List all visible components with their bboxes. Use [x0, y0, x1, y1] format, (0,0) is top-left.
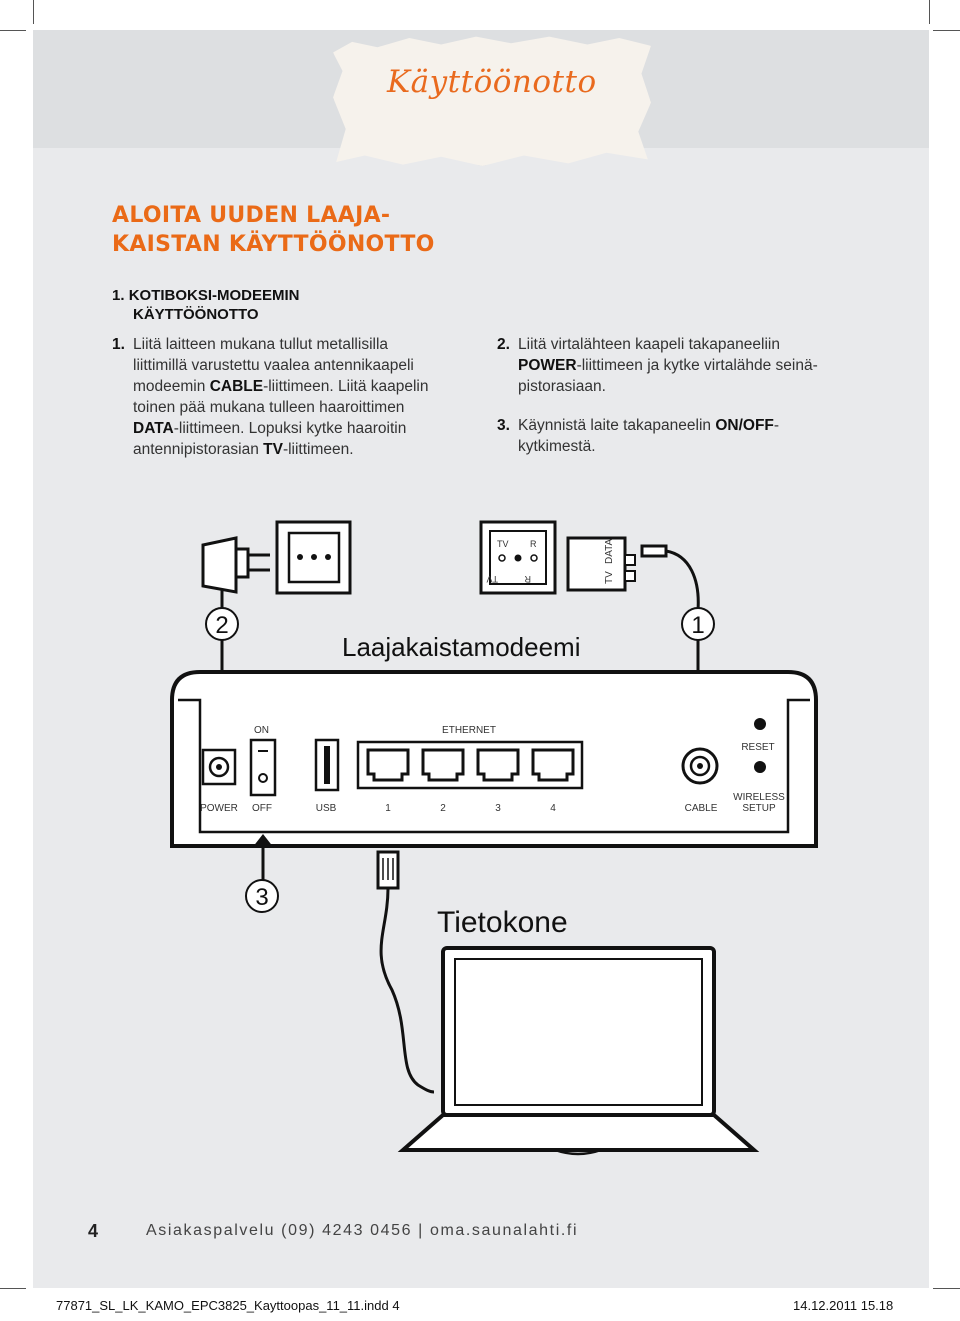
power-jack — [201, 748, 237, 786]
wall-socket-icon — [275, 520, 352, 595]
print-slug-timestamp: 14.12.2011 15.18 — [793, 1298, 894, 1313]
port-off-label: OFF — [252, 803, 272, 814]
ethernet-port-1 — [366, 748, 410, 782]
svg-text:3: 3 — [255, 884, 268, 911]
eth-port-2-label: 2 — [440, 803, 446, 814]
ethernet-port-3 — [476, 748, 520, 782]
crop-mark — [33, 0, 34, 24]
svg-text:2: 2 — [215, 612, 228, 639]
main-title-line-1: ALOITA UUDEN LAAJA- — [112, 203, 391, 228]
crop-mark — [933, 30, 960, 31]
step-1-line: DATA-liittimeen. Lopuksi kytke haaroitin — [133, 420, 407, 437]
page-script-title: Käyttöönotto — [387, 64, 597, 100]
crop-mark — [933, 1288, 960, 1289]
step-2: 2. Liitä virtalähteen kaapeli takapaneel… — [497, 334, 818, 397]
step-1-line: modeemin CABLE-liittimeen. Liitä kaapeli… — [133, 378, 429, 395]
wireless-label-line-1: WIRELESS — [733, 792, 785, 803]
usb-port — [314, 738, 340, 792]
step-3-line: kytkimestä. — [518, 438, 596, 455]
step-3: 3. Käynnistä laite takapaneelin ON/OFF- … — [497, 415, 780, 457]
power-adapter-icon — [201, 536, 270, 594]
port-reset-label: RESET — [741, 742, 774, 753]
ethernet-port-4 — [531, 748, 575, 782]
step-1-number: 1. — [112, 336, 125, 353]
on-off-switch[interactable] — [249, 738, 277, 797]
step-3-number: 3. — [497, 417, 510, 434]
print-slug-file: 77871_SL_LK_KAMO_EPC3825_Kayttoopas_11_1… — [56, 1298, 400, 1313]
cable-coax-port — [681, 747, 719, 785]
section-number: 1. — [112, 287, 125, 304]
section-heading: 1. KOTIBOKSI-MODEEMIN — [112, 287, 300, 304]
outlet-r-label-flipped: R — [524, 574, 531, 584]
outlet-tv-label-flipped: TV — [486, 574, 498, 584]
antenna-outlet-icon: TV R TV R — [479, 520, 557, 595]
ethernet-port-2 — [421, 748, 465, 782]
step-2-number: 2. — [497, 336, 510, 353]
main-title-line-2: KAISTAN KÄYTTÖÖNOTTO — [112, 232, 435, 257]
step-2-line: pistorasiaan. — [518, 378, 606, 395]
step-1-line: antennipistorasian TV-liittimeen. — [133, 441, 354, 458]
reset-button[interactable] — [754, 718, 766, 730]
section-heading-line-2: KÄYTTÖÖNOTTO — [133, 306, 259, 323]
port-power-label: POWER — [200, 803, 238, 814]
step-1-line: liittimillä varustettu vaalea antennikaa… — [133, 357, 414, 374]
step-2-line: Liitä virtalähteen kaapeli takapaneeliin — [518, 336, 780, 353]
eth-port-4-label: 4 — [550, 803, 556, 814]
torn-paper-label — [333, 36, 651, 166]
step-1: 1. Liitä laitteen mukana tullut metallis… — [112, 334, 429, 460]
page-number: 4 — [88, 1221, 99, 1241]
step-1-line: Liitä laitteen mukana tullut metallisill… — [133, 336, 389, 353]
modem-label: Laajakaistamodeemi — [342, 632, 580, 662]
port-ethernet-label: ETHERNET — [442, 725, 496, 736]
ethernet-cable — [376, 850, 435, 1094]
port-on-label: ON — [254, 725, 269, 736]
wireless-setup-button[interactable] — [754, 761, 766, 773]
laptop-icon — [397, 946, 760, 1156]
splitter-tv-label: TV — [604, 571, 615, 584]
callout-3: 3 — [245, 879, 279, 913]
crop-mark — [0, 30, 26, 31]
antenna-splitter-icon: TV DATA — [566, 536, 636, 592]
wireless-label-line-2: SETUP — [742, 803, 776, 814]
svg-text:1: 1 — [691, 612, 704, 639]
contact-info: Asiakaspalvelu (09) 4243 0456 | oma.saun… — [146, 1222, 579, 1239]
step-1-line: toinen pää mukana tulleen haaroittimen — [133, 399, 405, 416]
switch-arrow-icon — [252, 834, 274, 848]
crop-mark — [929, 0, 930, 24]
port-cable-label: CABLE — [685, 803, 718, 814]
eth-port-3-label: 3 — [495, 803, 501, 814]
callout-1: 1 — [681, 607, 715, 641]
port-usb-label: USB — [316, 803, 337, 814]
section-heading-line-1: KOTIBOKSI-MODEEMIN — [128, 287, 300, 304]
step-2-line: POWER-liittimeen ja kytke virtalähde sei… — [518, 357, 818, 374]
computer-label: Tietokone — [437, 906, 568, 939]
step-3-line: Käynnistä laite takapaneelin ON/OFF- — [518, 417, 780, 434]
crop-mark — [0, 1288, 26, 1289]
callout-2: 2 — [205, 607, 239, 641]
eth-port-1-label: 1 — [385, 803, 391, 814]
outlet-r-label: R — [530, 539, 537, 549]
outlet-tv-label: TV — [497, 539, 509, 549]
splitter-data-label: DATA — [604, 538, 615, 564]
